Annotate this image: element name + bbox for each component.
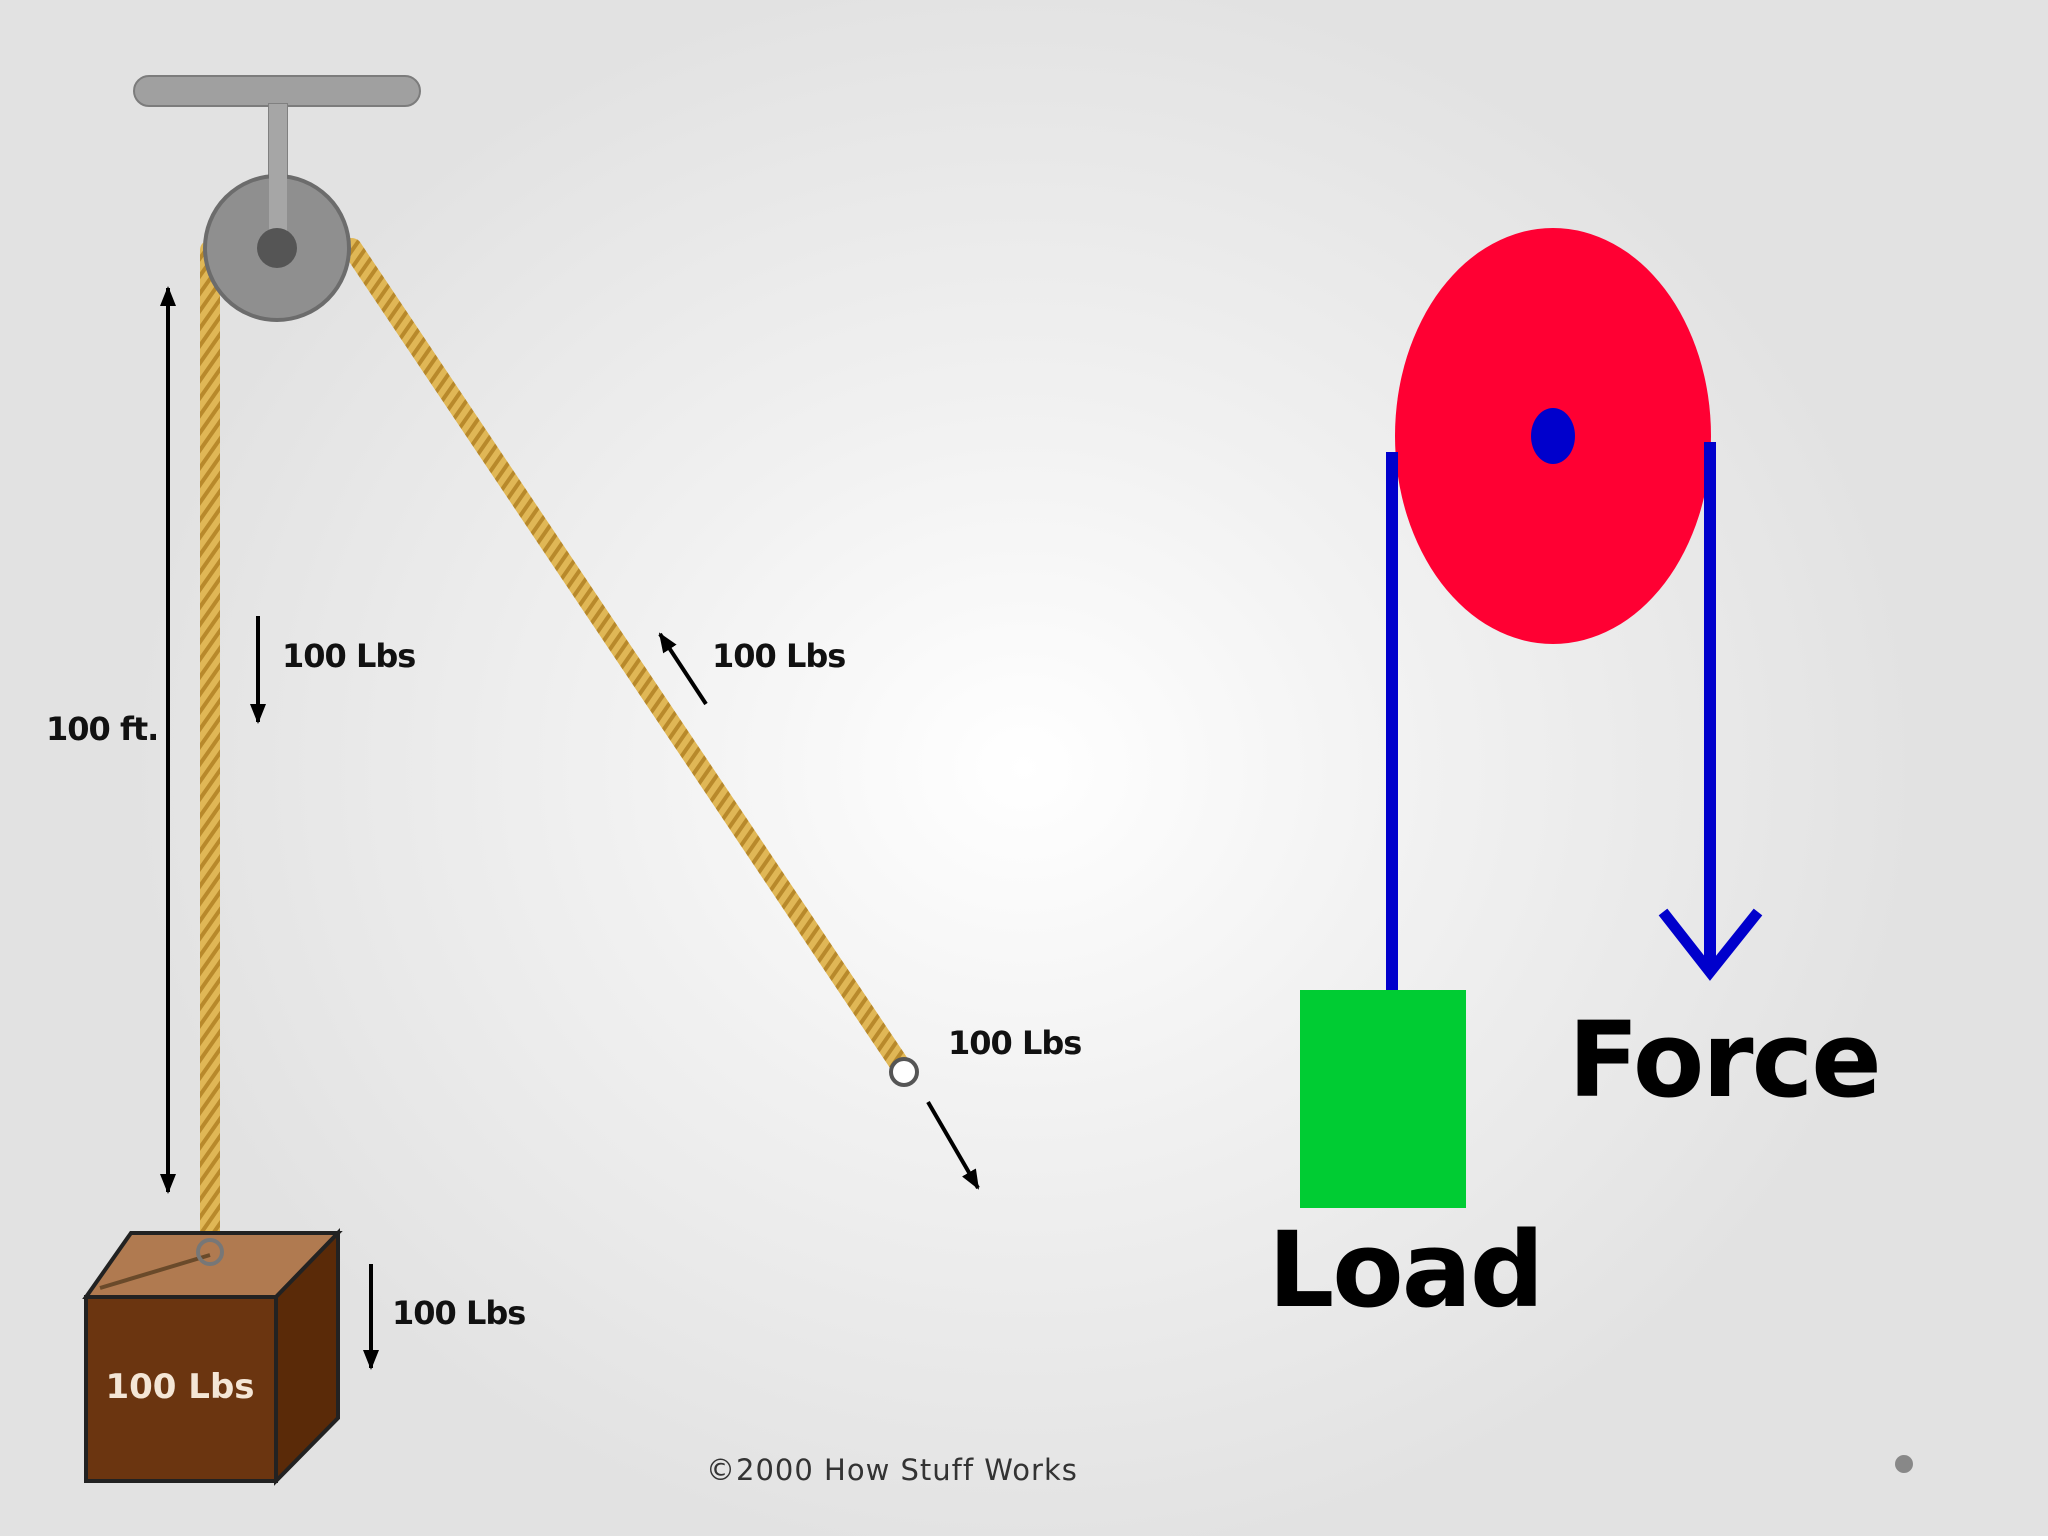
rope-diagonal <box>342 238 910 1075</box>
force-label: Force <box>1568 999 1880 1121</box>
force-rope-line <box>1704 442 1716 972</box>
box-rope-tie <box>99 1253 211 1290</box>
ceiling-bar <box>133 75 421 107</box>
tension-left-label: 100 Lbs <box>282 637 415 675</box>
height-label: 100 ft. <box>46 710 158 748</box>
load-block <box>1300 990 1466 1208</box>
pulley-bracket-front <box>269 104 287 248</box>
box-hook <box>196 1238 224 1266</box>
blue-axle <box>1531 408 1575 464</box>
pull-label: 100 Lbs <box>948 1024 1081 1062</box>
load-label: Load <box>1268 1209 1542 1331</box>
pulley-axle <box>257 228 297 268</box>
slide-indicator-dot <box>1895 1455 1913 1473</box>
fixed-pulley-diagram: 100 Lbs 100 ft. 100 Lbs 100 Lbs 100 Lbs … <box>46 75 1082 1487</box>
rope-end-ring <box>889 1057 919 1087</box>
weight-label: 100 Lbs <box>392 1294 525 1332</box>
box-front <box>84 1295 278 1483</box>
load-rope-line <box>1386 452 1398 992</box>
simple-pulley-diagram: Load Force <box>1268 228 1882 1331</box>
tension-right-arrow <box>658 632 708 706</box>
weight-box: 100 Lbs <box>82 1228 343 1486</box>
copyright-text: ©2000 How Stuff Works <box>706 1453 1078 1487</box>
pull-arrow <box>926 1100 980 1190</box>
box-label: 100 Lbs <box>105 1367 254 1407</box>
force-arrowhead <box>1658 908 1763 981</box>
tension-right-label: 100 Lbs <box>712 637 845 675</box>
